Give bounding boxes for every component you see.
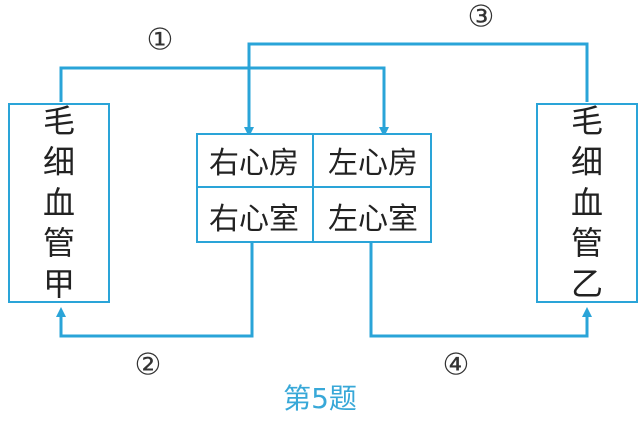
capillary-b-text-char: 毛 — [570, 101, 603, 140]
path-label-4: ④ — [442, 347, 470, 383]
capillary-b-text-char: 乙 — [570, 265, 603, 304]
right-atrium: 右心房 — [196, 133, 314, 188]
capillary-a-label: 毛细血管甲 — [8, 101, 110, 306]
capillary-b-text-char: 管 — [570, 224, 603, 263]
heart-box — [196, 133, 432, 243]
capillary-b-text: 毛细血管乙 — [571, 101, 603, 306]
capillary-a-text-char: 管 — [42, 224, 75, 263]
capillary-a-text-char: 毛 — [42, 101, 75, 140]
capillary-b-box — [536, 103, 638, 303]
vessel-path-4 — [369, 243, 592, 338]
capillary-b-text-char: 血 — [570, 183, 603, 222]
path-label-1: ① — [146, 22, 174, 58]
capillary-b-text-char: 细 — [570, 142, 603, 181]
capillary-a-text-char: 甲 — [42, 265, 75, 304]
left-atrium: 左心房 — [314, 133, 432, 188]
vessel-path-1 — [59, 66, 389, 137]
capillary-a-text-char: 血 — [42, 183, 75, 222]
path-label-2: ② — [134, 347, 162, 383]
capillary-a-text: 毛细血管甲 — [43, 101, 75, 306]
vessel-path-3 — [244, 42, 589, 137]
figure-caption: 第5题 — [283, 382, 357, 415]
right-ventricle: 右心室 — [196, 188, 314, 243]
capillary-a-box — [8, 103, 110, 303]
left-ventricle: 左心室 — [328, 201, 418, 237]
capillary-b-label: 毛细血管乙 — [536, 101, 638, 306]
vessel-path-2 — [56, 243, 254, 338]
capillary-a-text-char: 细 — [42, 142, 75, 181]
path-label-3: ③ — [467, 0, 495, 35]
